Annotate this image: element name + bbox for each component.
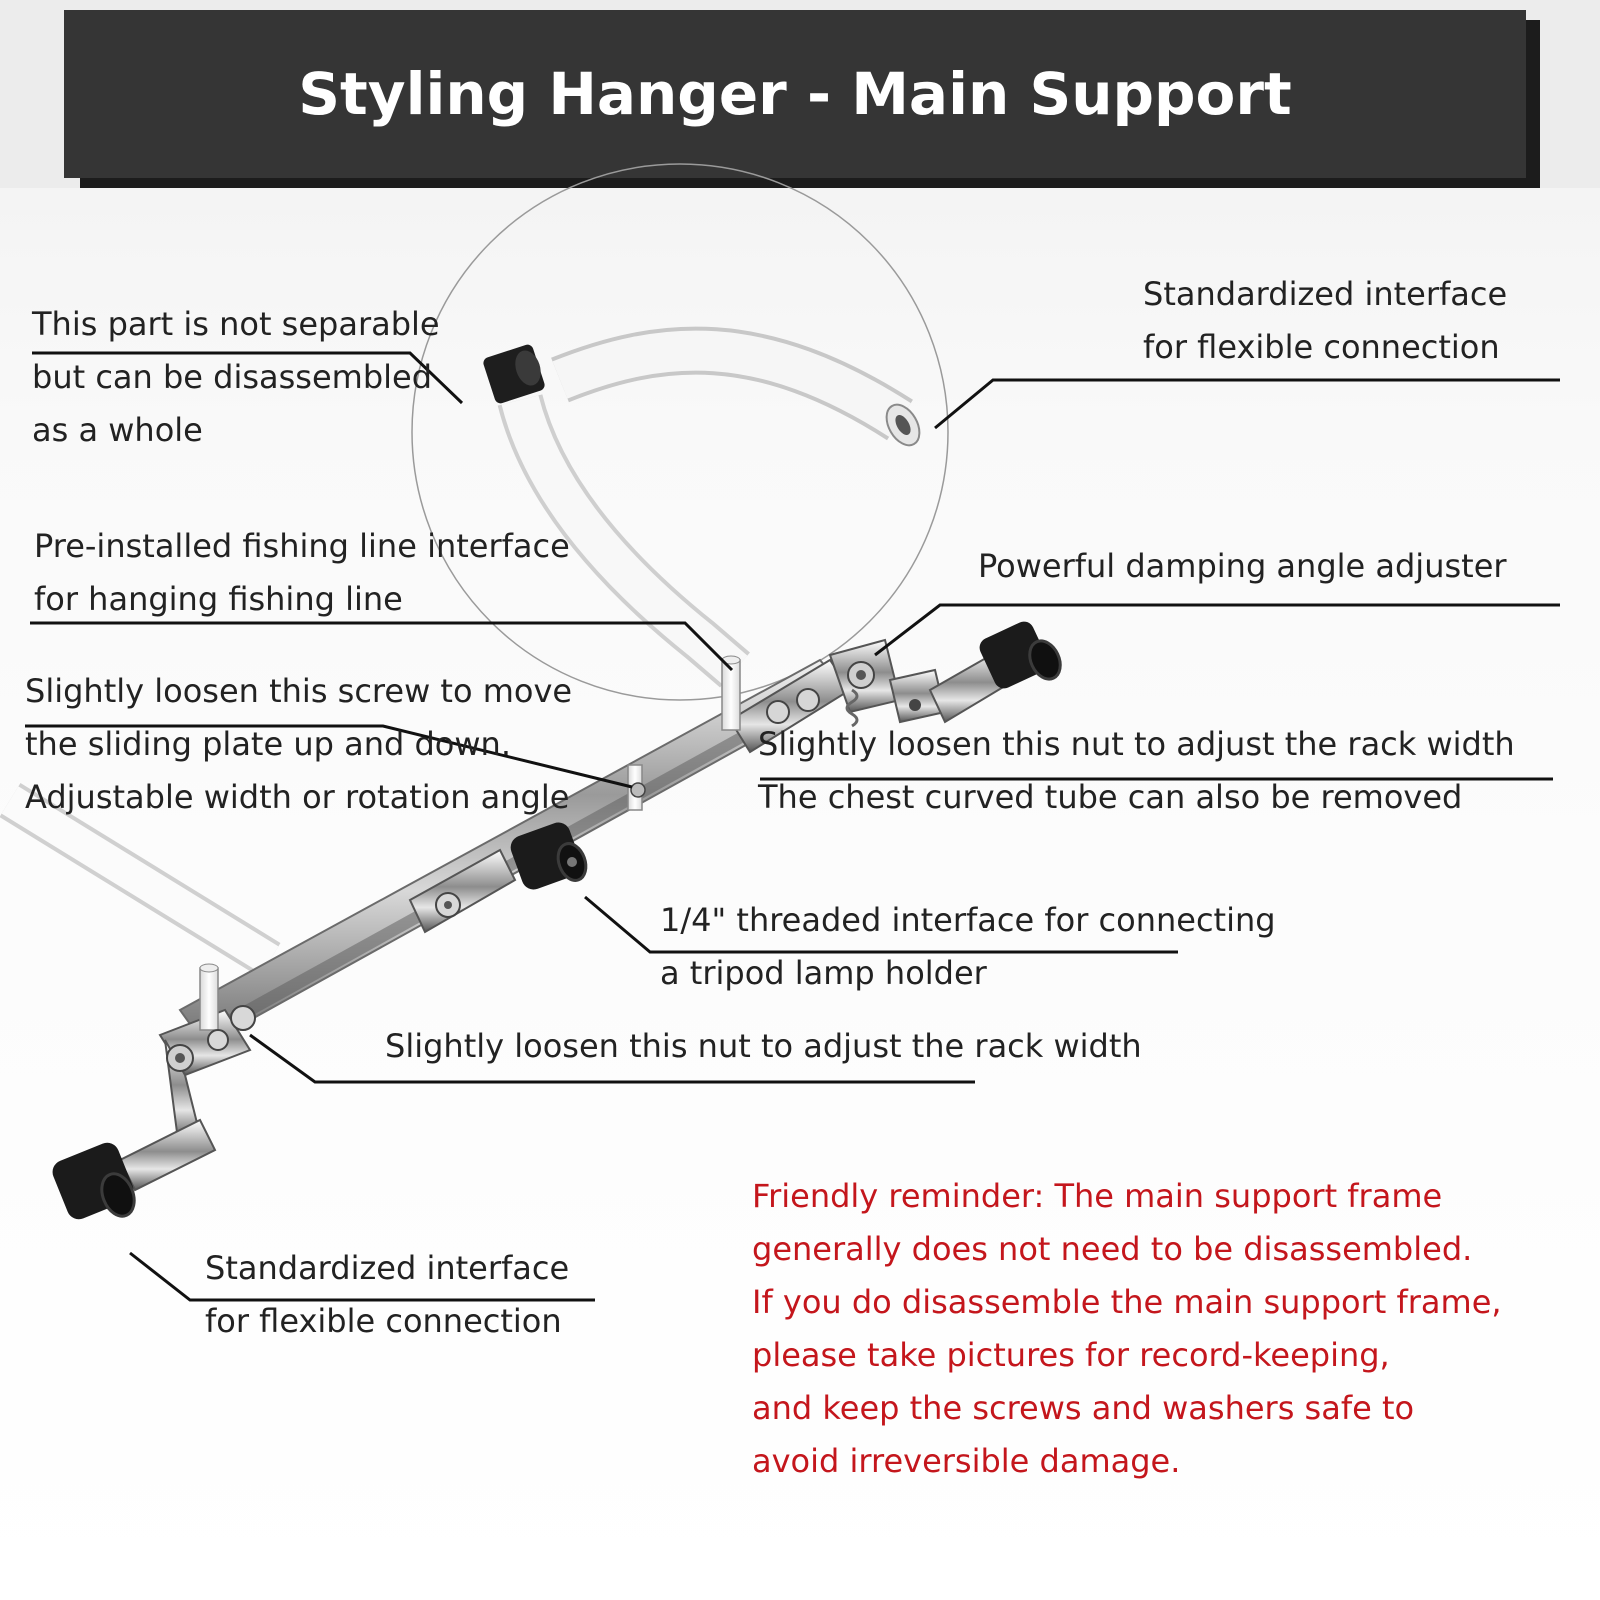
leader-nut-bottom — [249, 1033, 975, 1084]
label-line: Pre-installed fishing line interface — [34, 527, 570, 565]
page-title: Styling Hanger - Main Support — [298, 60, 1292, 128]
connector-interfaces — [52, 621, 1062, 1220]
label-line: Adjustable width or rotation angle — [25, 778, 570, 816]
posts — [199, 655, 741, 1031]
label-line: Standardized interface — [205, 1249, 570, 1287]
reminder-line: Friendly reminder: The main support fram… — [752, 1177, 1443, 1215]
label-line: 1/4" threaded interface for connecting — [660, 901, 1276, 939]
label-line: This part is not separable — [32, 305, 440, 343]
label-line: but can be disassembled — [32, 358, 433, 396]
reminder-line: If you do disassemble the main support f… — [752, 1283, 1502, 1321]
callout-leader-lines — [25, 351, 1560, 1302]
leader-std-interface-bottom — [129, 1251, 595, 1302]
leader-fishing-line — [30, 621, 734, 672]
label-line: Slightly loosen this nut to adjust the r… — [385, 1027, 1142, 1065]
label-std-interface-top: Standardized interface for flexible conn… — [1143, 268, 1507, 374]
title-banner: Styling Hanger - Main Support — [64, 10, 1526, 178]
label-line: Powerful damping angle adjuster — [978, 547, 1507, 585]
label-line: a tripod lamp holder — [660, 954, 987, 992]
label-fishing-line: Pre-installed fishing line interface for… — [34, 520, 570, 626]
label-damping: Powerful damping angle adjuster — [978, 540, 1507, 593]
label-line: for hanging fishing line — [34, 580, 403, 618]
label-line: the sliding plate up and down. — [25, 725, 511, 763]
leader-screw — [25, 724, 633, 789]
label-line: Standardized interface — [1143, 275, 1508, 313]
reminder-line: generally does not need to be disassembl… — [752, 1230, 1473, 1268]
screws-and-nuts — [166, 661, 921, 1072]
label-line: Slightly loosen this screw to move — [25, 672, 573, 710]
leader-std-interface-top — [934, 378, 1560, 430]
label-line: Slightly loosen this nut to adjust the r… — [758, 725, 1515, 763]
label-threaded: 1/4" threaded interface for connecting a… — [660, 894, 1276, 1000]
chest-curved-tube — [483, 326, 921, 688]
label-line: for flexible connection — [205, 1302, 562, 1340]
leader-threaded — [584, 895, 1178, 954]
leader-not-separable — [32, 351, 464, 405]
label-line: for flexible connection — [1143, 328, 1500, 366]
label-std-interface-bottom: Standardized interface for flexible conn… — [205, 1242, 569, 1348]
label-not-separable: This part is not separable but can be di… — [32, 298, 440, 457]
label-nut-bottom: Slightly loosen this nut to adjust the r… — [385, 1020, 1142, 1073]
shoulder-tube — [0, 782, 281, 978]
reminder-line: avoid irreversible damage. — [752, 1442, 1181, 1480]
label-line: The chest curved tube can also be remove… — [758, 778, 1463, 816]
reminder-line: please take pictures for record-keeping, — [752, 1336, 1390, 1374]
reminder-line: and keep the screws and washers safe to — [752, 1389, 1415, 1427]
label-nut-top: Slightly loosen this nut to adjust the r… — [758, 718, 1515, 824]
leader-damping — [874, 603, 1560, 657]
label-screw: Slightly loosen this screw to move the s… — [25, 665, 572, 824]
label-line: as a whole — [32, 411, 203, 449]
detail-magnifier-circle — [411, 163, 949, 701]
friendly-reminder-note: Friendly reminder: The main support fram… — [752, 1170, 1502, 1488]
